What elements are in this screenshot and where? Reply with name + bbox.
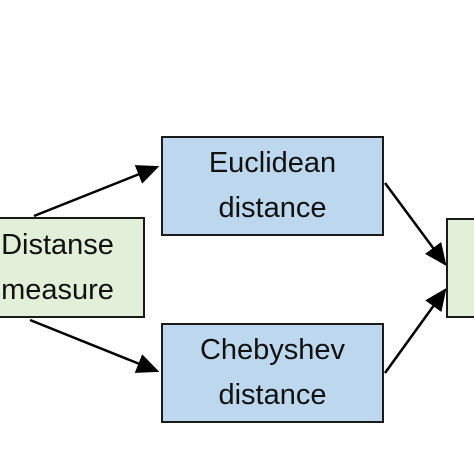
euclidean-distance-box: Euclidean distance — [161, 136, 384, 236]
distance-measure-box: Distanse measure — [0, 217, 145, 318]
arrow-chebyshev-to-target — [383, 287, 447, 374]
euclidean-label-line1: Euclidean — [208, 147, 337, 179]
chebyshev-distance-box: Chebyshev distance — [161, 323, 384, 423]
arrow-source-to-euclidean — [33, 165, 160, 218]
distance-measure-label-line2: measure — [1, 273, 114, 306]
target-box — [446, 218, 474, 318]
chebyshev-label-line1: Chebyshev — [199, 334, 346, 366]
arrow-euclidean-to-target — [383, 182, 447, 267]
chebyshev-label-line2: distance — [218, 379, 327, 411]
arrow-source-to-chebyshev — [29, 318, 160, 373]
euclidean-label-line2: distance — [218, 192, 327, 224]
distance-measure-label-line1: Distanse — [1, 228, 114, 261]
